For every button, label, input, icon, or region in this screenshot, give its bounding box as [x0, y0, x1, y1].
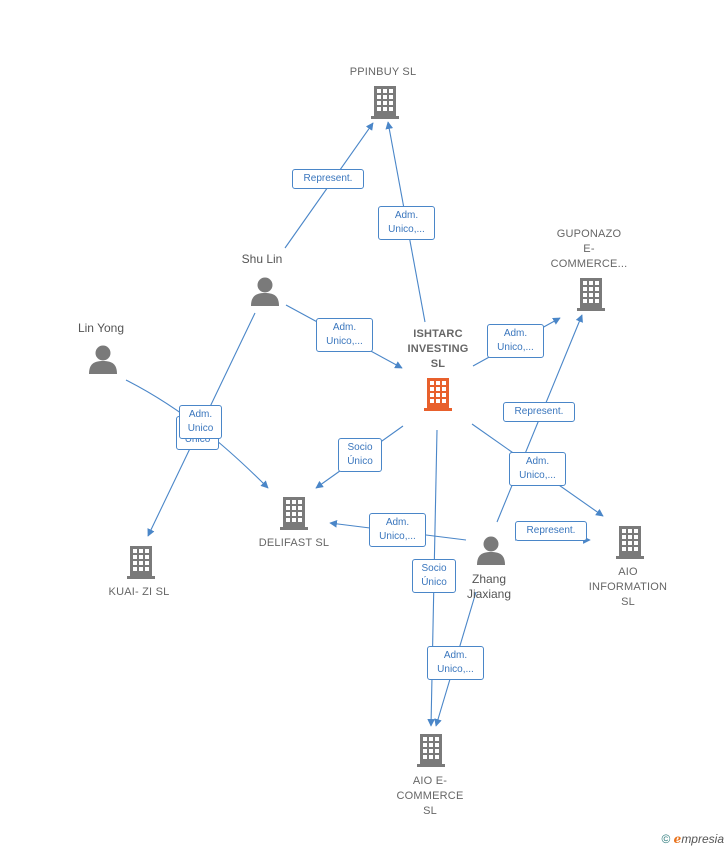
edge-label-linyong-delifast[interactable]: Adm. Unico [179, 405, 222, 439]
company-label-aio-information[interactable]: AIO INFORMATION SL [588, 566, 668, 608]
company-label-ishtarc[interactable]: ISHTARC INVESTING SL [407, 328, 469, 370]
building-icon-kuaizi[interactable] [127, 546, 155, 579]
building-icon-delifast[interactable] [280, 497, 308, 530]
edge-label-zhang-aioinfo[interactable]: Represent. [515, 521, 587, 541]
person-label-shu-lin[interactable]: Shu Lin [241, 252, 283, 266]
building-icon-aio-ecommerce[interactable] [417, 734, 445, 767]
edge-label-shulin-ppinbuy[interactable]: Represent. [292, 169, 364, 189]
company-label-delifast[interactable]: DELIFAST SL [258, 537, 330, 549]
edge-label-zhang-delifast[interactable]: Adm. Unico,... [369, 513, 426, 547]
person-label-zhang-jiaxiang[interactable]: Zhang Jiaxiang [466, 572, 512, 601]
brand-e: e [673, 832, 682, 846]
company-label-aio-ecommerce[interactable]: AIO E- COMMERCE SL [396, 775, 464, 817]
edge-label-ishtarc-ppinbuy[interactable]: Adm. Unico,... [378, 206, 435, 240]
person-label-lin-yong[interactable]: Lin Yong [77, 321, 125, 335]
edge-label-ishtarc-guponazo[interactable]: Adm. Unico,... [487, 324, 544, 358]
building-icon-guponazo[interactable] [577, 278, 605, 311]
company-label-ppinbuy[interactable]: PPINBUY SL [349, 66, 417, 78]
edge-label-ishtarc-delifast[interactable]: Socio Único [338, 438, 382, 472]
edge-label-ishtarc-aioecom[interactable]: Socio Único [412, 559, 456, 593]
company-label-kuaizi[interactable]: KUAI- ZI SL [108, 586, 170, 598]
person-icon-shu-lin[interactable] [251, 277, 279, 307]
building-icon-aio-information[interactable] [616, 526, 644, 559]
building-icon-ishtarc[interactable] [424, 378, 452, 411]
building-icon-ppinbuy[interactable] [371, 86, 399, 119]
brand-name: mpresia [681, 832, 724, 846]
edge-label-zhang-guponazo[interactable]: Represent. [503, 402, 575, 422]
person-icon-zhang-jiaxiang[interactable] [477, 536, 505, 566]
edge-label-zhang-aioecom[interactable]: Adm. Unico,... [427, 646, 484, 680]
company-label-guponazo[interactable]: GUPONAZO E- COMMERCE... [550, 228, 628, 270]
person-icon-lin-yong[interactable] [89, 345, 117, 375]
edge-label-ishtarc-aioinfo[interactable]: Adm. Unico,... [509, 452, 566, 486]
edge-label-shulin-ishtarc[interactable]: Adm. Unico,... [316, 318, 373, 352]
brand-logo: © empresia [661, 832, 724, 846]
copyright-icon: © [661, 832, 671, 846]
